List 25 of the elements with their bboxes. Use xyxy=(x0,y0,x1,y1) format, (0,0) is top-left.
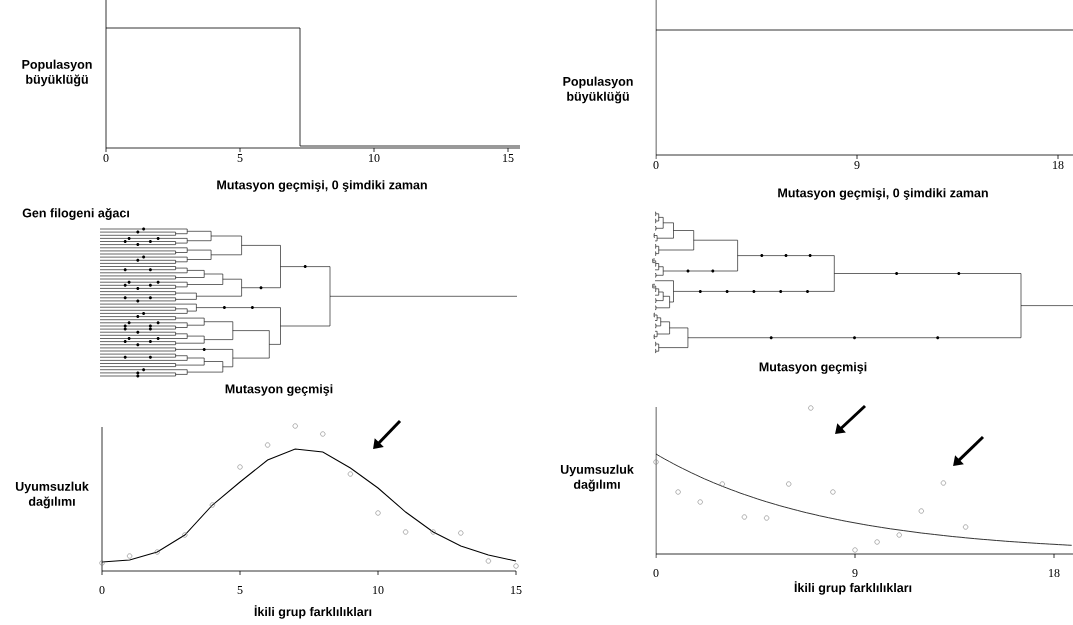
axis-label: Populasyon büyüklüğü xyxy=(22,59,92,87)
tick-label: 9 xyxy=(852,568,858,578)
axis-label: Mutasyon geçmişi xyxy=(759,362,867,374)
panel-title: Gen filogeni ağacı xyxy=(22,208,129,220)
tick-label: 5 xyxy=(237,154,243,162)
tick-label: 9 xyxy=(854,160,860,170)
axis-label: Mutasyon geçmişi, 0 şimdiki zaman xyxy=(778,188,988,200)
tick-label: 0 xyxy=(653,160,659,170)
tick-label: 18 xyxy=(1053,160,1064,170)
tick-label: 15 xyxy=(511,586,522,594)
axis-label: İkili grup farklılıkları xyxy=(794,581,912,595)
tick-label: 5 xyxy=(237,586,243,594)
tick-label: 10 xyxy=(373,585,384,595)
axis-label: Populasyon büyüklüğü xyxy=(563,76,633,104)
tick-label: 15 xyxy=(503,154,514,162)
axis-label: Uyumsuzluk dağılımı xyxy=(15,481,89,509)
tick-label: 18 xyxy=(1049,568,1060,578)
axis-label: İkili grup farklılıkları xyxy=(254,605,372,619)
tick-label: 0 xyxy=(99,585,105,595)
tick-label: 0 xyxy=(103,153,109,163)
tick-label: 10 xyxy=(369,153,380,163)
axis-label: Mutasyon geçmişi, 0 şimdiki zaman xyxy=(217,180,427,192)
axis-label: Mutasyon geçmişi xyxy=(225,384,333,396)
tick-label: 0 xyxy=(653,568,659,578)
axis-label: Uyumsuzluk dağılımı xyxy=(560,464,634,492)
